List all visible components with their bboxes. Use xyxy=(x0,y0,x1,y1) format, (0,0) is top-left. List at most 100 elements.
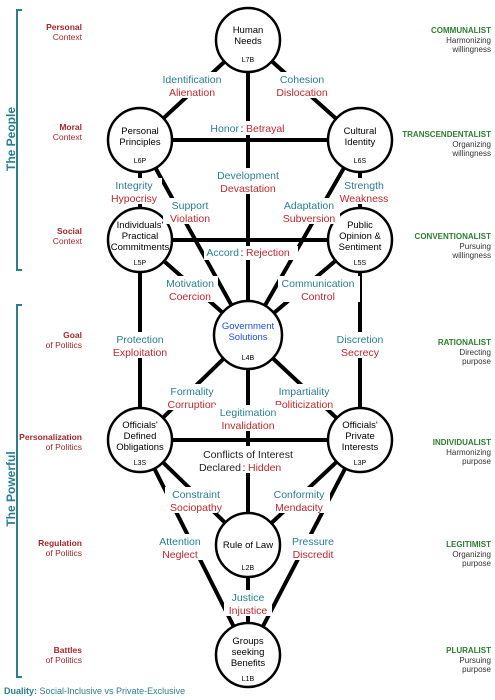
row-right-line1: Pursuing xyxy=(459,655,491,665)
row-right-pluralist: PLURALIST Pursuing purpose xyxy=(396,646,491,675)
edge-neg-corruption: Corruption xyxy=(167,399,216,411)
row-right-title: TRANSCENDENTALIST xyxy=(402,130,491,139)
row-left-personalization: Personalization of Politics xyxy=(2,432,82,452)
node-label-rule-of-law-1: Rule of Law xyxy=(223,540,273,551)
node-label-officials-interests-2: Private xyxy=(345,431,375,442)
edge-neg-mendacity: Mendacity xyxy=(275,502,324,514)
edge-pos-legitimation: Legitimation xyxy=(220,407,277,419)
row-left-battles: Battles of Politics xyxy=(2,645,82,665)
edge-neg-alienation: Alienation xyxy=(169,87,215,99)
node-label-personal-principles-1: Personal xyxy=(121,126,159,137)
node-label-public-opinion-1: Public xyxy=(347,220,373,231)
node-level-groups-benefits: L1B xyxy=(242,676,255,683)
node-cultural-identity xyxy=(326,106,394,174)
edge-pos-constraint: Constraint xyxy=(172,489,220,501)
node-level-human-needs: L7B xyxy=(242,57,255,64)
node-label-government-solutions-1: Government xyxy=(222,321,275,332)
edge-pos-discretion: Discretion xyxy=(337,334,384,346)
edge-neg-secrecy: Secrecy xyxy=(341,347,380,359)
node-level-government-solutions: L4B xyxy=(242,355,255,362)
edge-neg-weakness: Weakness xyxy=(340,193,389,205)
row-right-line2: willingness xyxy=(452,149,491,158)
edge-neg-injustice: Injustice xyxy=(229,605,268,617)
node-level-public-opinion: L5S xyxy=(354,260,367,267)
edge-pos-adaptation: Adaptation xyxy=(284,200,334,212)
row-right-line2: purpose xyxy=(462,457,491,466)
row-right-individualist: INDIVIDUALIST Harmonizing purpose xyxy=(396,438,491,467)
row-right-title: RATIONALIST xyxy=(437,338,491,347)
node-label-cultural-identity-2: Identity xyxy=(345,137,376,148)
node-label-practical-commitments-3: Commitments xyxy=(111,242,170,253)
row-right-line1: Organizing xyxy=(452,549,491,559)
row-right-line2: purpose xyxy=(462,665,491,674)
node-label-government-solutions-2: Solutions xyxy=(228,332,267,343)
row-left-sub: of Politics xyxy=(45,442,82,452)
conflicts-of-interest-label: Conflicts of Interest xyxy=(203,449,293,461)
row-right-line1: Pursuing xyxy=(459,241,491,251)
row-right-line2: willingness xyxy=(452,45,491,54)
edge-pos-communication: Communication xyxy=(282,278,355,290)
node-government-solutions xyxy=(212,299,284,371)
edge-pos-integrity: Integrity xyxy=(115,180,153,192)
row-right-rationalist: RATIONALIST Directing purpose xyxy=(396,338,491,367)
node-label-human-needs-1: Human xyxy=(233,25,264,36)
node-label-cultural-identity-1: Cultural xyxy=(344,126,377,137)
edge-pos-development: Development xyxy=(217,170,279,182)
edge-pos-impartiality: Impartiality xyxy=(279,386,331,398)
node-level-cultural-identity: L6S xyxy=(354,158,367,165)
node-label-officials-interests-1: Officials' xyxy=(342,420,378,431)
node-circles xyxy=(106,6,394,689)
node-label-human-needs-2: Needs xyxy=(234,36,262,47)
edge-neg-hypocrisy: Hypocrisy xyxy=(111,193,158,205)
row-left-goal: Goal of Politics xyxy=(2,330,82,350)
row-left-moral: Moral Context xyxy=(2,122,82,142)
edge-pos-cohesion: Cohesion xyxy=(280,74,325,86)
node-label-officials-interests-3: Interests xyxy=(342,442,379,453)
node-officials-interests xyxy=(326,406,394,474)
row-right-line2: willingness xyxy=(452,251,491,260)
row-left-sub: Context xyxy=(52,132,82,142)
row-right-title: COMMUNALIST xyxy=(431,26,491,35)
people-bracket xyxy=(16,9,22,271)
edge-pos-identification: Identification xyxy=(163,74,222,86)
edge-pos-support: Support xyxy=(172,200,209,212)
node-label-groups-benefits-2: seeking xyxy=(232,647,265,658)
node-label-officials-obligations-1: Officials' xyxy=(122,420,158,431)
edge-pos-honor: Honor xyxy=(210,123,239,135)
node-personal-principles xyxy=(106,106,174,174)
row-left-social: Social Context xyxy=(2,226,82,246)
powerful-bracket xyxy=(16,304,22,678)
node-public-opinion xyxy=(326,206,394,274)
node-label-public-opinion-3: Sentiment xyxy=(339,242,382,253)
node-label-practical-commitments-2: Practical xyxy=(122,231,158,242)
node-label-groups-benefits-1: Groups xyxy=(232,636,263,647)
node-label-personal-principles-2: Principles xyxy=(119,137,160,148)
row-left-personal: Personal Context xyxy=(2,22,82,42)
edge-neg-devastation: Devastation xyxy=(220,183,276,195)
edge-pos-attention: Attention xyxy=(159,536,201,548)
node-rule-of-law xyxy=(214,511,282,579)
edge-pos-justice: Justice xyxy=(232,592,265,604)
declared-separator: : xyxy=(243,462,246,474)
edge-neg-hidden: Hidden xyxy=(248,462,281,474)
edge-neg-discredit: Discredit xyxy=(293,549,334,561)
row-left-title: Moral xyxy=(59,122,82,132)
row-right-title: LEGITIMIST xyxy=(446,540,491,549)
edge-pos-declared: Declared xyxy=(199,462,241,474)
row-left-sub: of Politics xyxy=(45,548,82,558)
duality-label: Duality: xyxy=(4,686,38,696)
edge-pos-accord: Accord xyxy=(206,247,239,259)
row-right-line1: Harmonizing xyxy=(446,35,491,45)
edge-neg-invalidation: Invalidation xyxy=(221,420,274,432)
edge-neg-exploitation: Exploitation xyxy=(113,347,167,359)
edge-neg-dislocation: Dislocation xyxy=(276,87,328,99)
row-right-line1: Harmonizing xyxy=(446,447,491,457)
node-practical-commitments xyxy=(106,206,174,274)
node-groups-benefits xyxy=(214,621,282,689)
accord-separator: : xyxy=(241,247,244,259)
row-right-communalist: COMMUNALIST Harmonizing willingness xyxy=(396,26,491,55)
edge-neg-neglect: Neglect xyxy=(162,549,198,561)
edge-neg-sociopathy: Sociopathy xyxy=(170,502,223,514)
node-level-practical-commitments: L5P xyxy=(134,260,147,267)
